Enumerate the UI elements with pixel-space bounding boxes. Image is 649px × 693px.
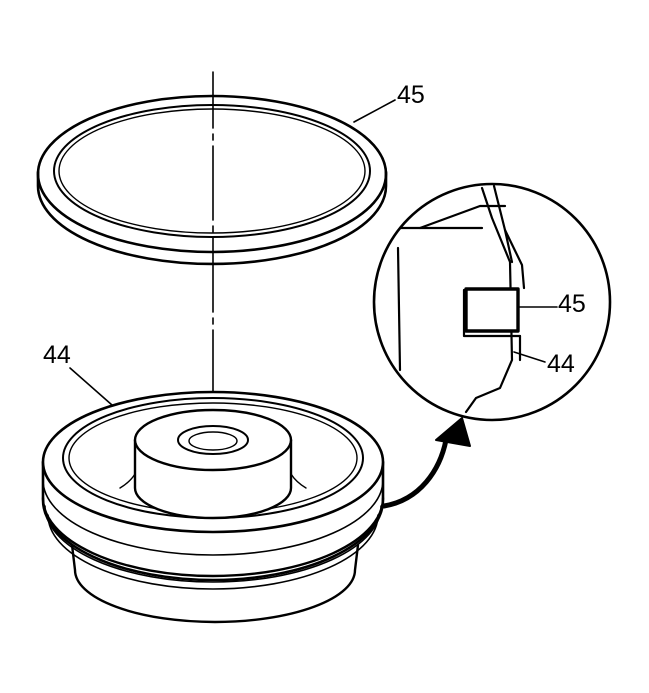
leader-lines bbox=[69, 99, 396, 406]
detail-callout-44: 44 bbox=[547, 350, 575, 378]
piston bbox=[41, 390, 385, 624]
callout-44: 44 bbox=[43, 341, 71, 369]
seal-cross-section bbox=[464, 287, 520, 333]
leader-44 bbox=[69, 367, 113, 406]
detail-arrow bbox=[381, 417, 471, 509]
detail-callout-45: 45 bbox=[558, 290, 586, 318]
detail-view bbox=[372, 182, 612, 422]
callout-45: 45 bbox=[397, 81, 425, 109]
leader-45 bbox=[353, 99, 396, 123]
seal-ring bbox=[36, 94, 388, 266]
detail-leader-44 bbox=[513, 351, 546, 363]
